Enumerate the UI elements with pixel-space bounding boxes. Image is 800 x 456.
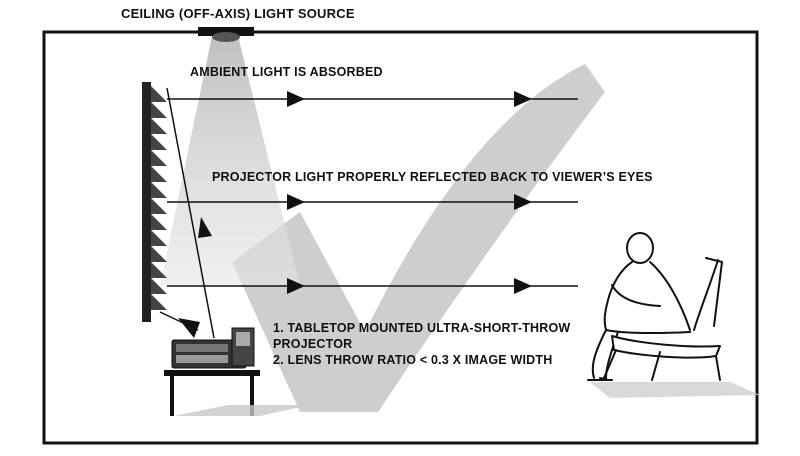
note-line: 2. LENS THROW RATIO < 0.3 X IMAGE WIDTH <box>273 353 553 367</box>
room-frame <box>42 30 759 445</box>
reflected-ray <box>167 194 578 210</box>
ceiling-light-beam <box>160 36 300 286</box>
ambient-light-label: AMBIENT LIGHT IS ABSORBED <box>190 65 383 79</box>
projector-throw-ray <box>166 87 215 339</box>
projector <box>171 327 255 369</box>
projector-reflected-label: PROJECTOR LIGHT PROPERLY REFLECTED BACK … <box>212 170 653 184</box>
projector-return-arrow <box>159 311 200 338</box>
ceiling-light-label: CEILING (OFF-AXIS) LIGHT SOURCE <box>121 6 355 21</box>
checkmark-watermark <box>232 64 605 412</box>
viewer-shadow <box>590 382 760 398</box>
projector-table <box>164 370 310 416</box>
projection-screen <box>142 82 167 322</box>
ambient-ray <box>167 91 578 107</box>
note-line: PROJECTOR <box>273 337 353 351</box>
seated-viewer <box>587 232 723 381</box>
note-line: 1. TABLETOP MOUNTED ULTRA-SHORT-THROW <box>273 321 571 335</box>
ceiling-light-fixture <box>198 27 254 42</box>
reflected-ray <box>167 278 578 294</box>
projector-notes: 1. TABLETOP MOUNTED ULTRA-SHORT-THROW PR… <box>273 320 570 368</box>
